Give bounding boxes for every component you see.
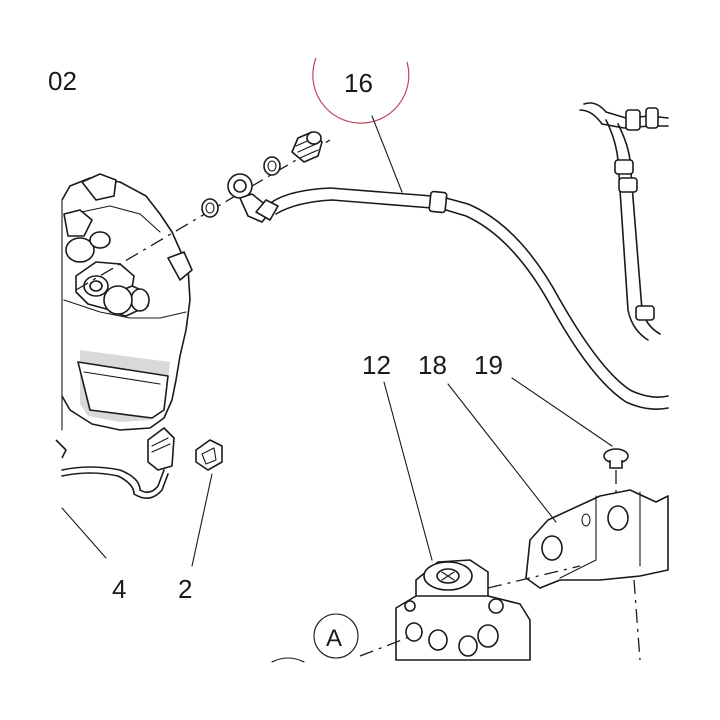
callout-12: 12 <box>362 350 391 380</box>
wheel-speed-sensor <box>55 427 175 499</box>
assembly-axis-line <box>75 139 331 291</box>
callout-2: 2 <box>178 574 192 604</box>
leader-lines <box>61 115 613 567</box>
brake-caliper <box>61 173 193 431</box>
callout-4: 4 <box>112 574 126 604</box>
callout-19: 19 <box>474 350 503 380</box>
abs-modulator <box>359 559 581 661</box>
view-a-label: A <box>326 625 342 652</box>
callout-02: 02 <box>48 66 77 96</box>
view-a-circle <box>313 613 359 659</box>
mounting-bracket <box>525 489 669 661</box>
partial-view-circle <box>271 657 305 663</box>
brake-hose <box>255 187 669 410</box>
callout-18: 18 <box>418 350 447 380</box>
upper-hose <box>579 102 669 341</box>
screw <box>603 448 629 500</box>
highlight-circle <box>312 57 410 124</box>
banjo-fitting-group <box>201 131 323 223</box>
cable-clip <box>195 439 223 471</box>
callout-16: 16 <box>344 68 373 98</box>
